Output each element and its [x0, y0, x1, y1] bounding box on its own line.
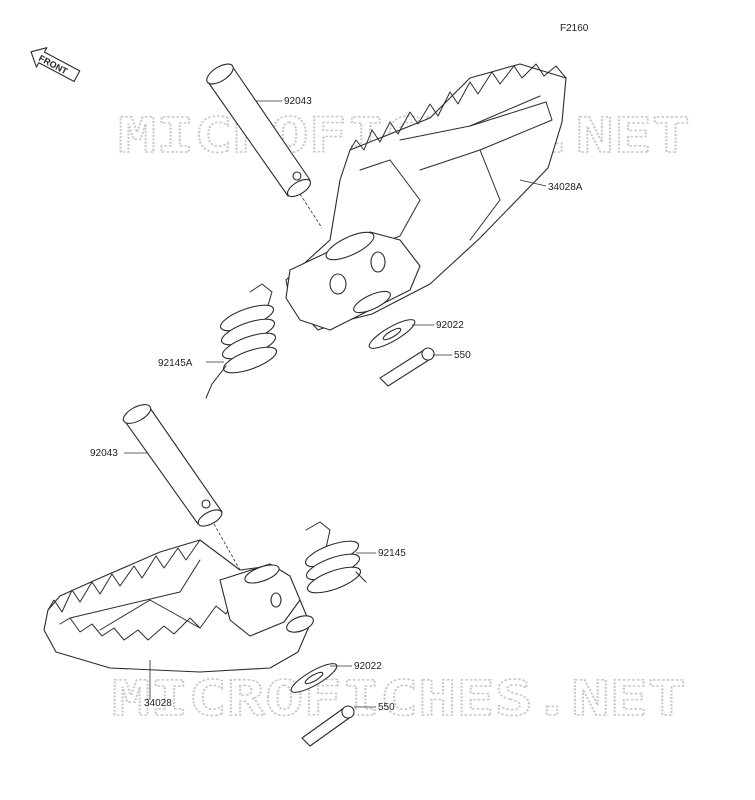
- pin-upper: [206, 63, 323, 229]
- front-arrow-icon: FRONT: [30, 47, 81, 83]
- cotter-pin-lower: [301, 705, 355, 747]
- label-washer-upper: 92022: [436, 320, 464, 331]
- label-spring-upper: 92145A: [158, 358, 193, 369]
- washer-lower: [290, 663, 338, 693]
- label-cotter-upper: 550: [454, 350, 471, 361]
- footpeg-lower: [43, 539, 314, 673]
- label-pin-upper: 92043: [284, 96, 312, 107]
- label-washer-lower: 92022: [354, 661, 382, 672]
- figure-code: F2160: [560, 23, 589, 34]
- label-footpeg-upper: 34028A: [548, 182, 583, 193]
- label-pin-lower: 92043: [90, 448, 118, 459]
- label-cotter-lower: 550: [378, 702, 395, 713]
- leader-footpeg-upper: [519, 179, 547, 187]
- label-footpeg-lower: 34028: [144, 698, 172, 709]
- pin-lower: [122, 404, 241, 571]
- footpeg-upper: [285, 63, 567, 331]
- cotter-pin-upper: [379, 347, 435, 387]
- spring-lower: [304, 521, 367, 594]
- label-spring-lower: 92145: [378, 548, 406, 559]
- washer-upper: [368, 319, 416, 349]
- spring-upper: [205, 283, 278, 399]
- watermark-lower: MICROFICHES.NET: [112, 671, 686, 727]
